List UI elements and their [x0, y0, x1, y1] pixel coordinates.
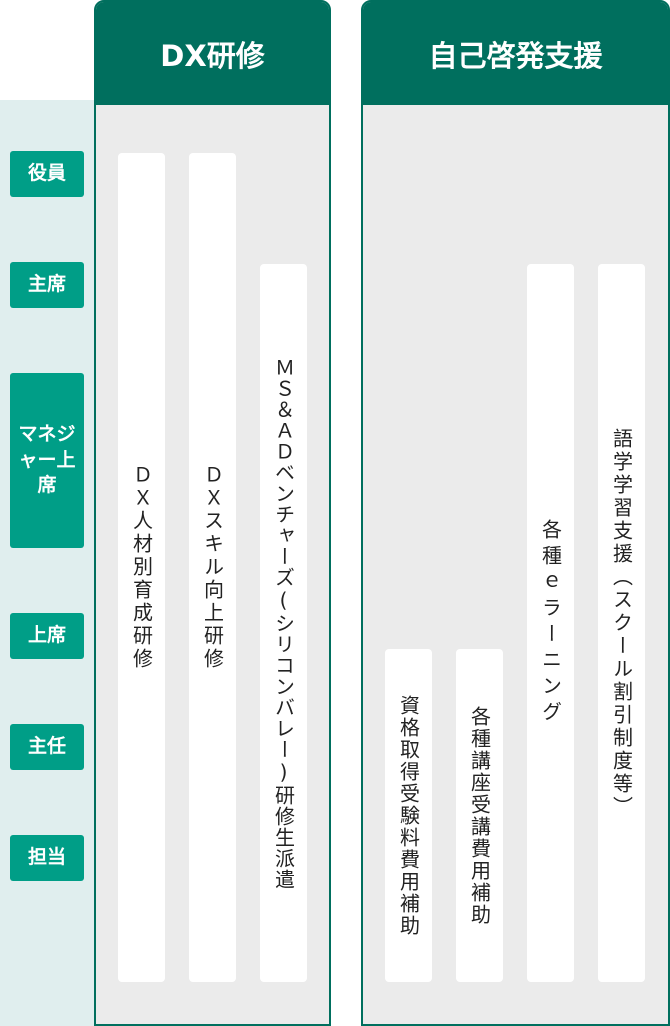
program-label: ＭＳ＆ＡＤベンチャーズ(シリコンバレー)研修生派遣 [271, 356, 296, 890]
role-label: マネジャー上席 [10, 373, 84, 548]
role-column [0, 100, 96, 1026]
panel-title: 自己啓発支援 [363, 2, 668, 105]
program-label: ＤＸ人材別育成研修 [129, 464, 154, 671]
role-label: 担当 [10, 835, 84, 881]
program-bar: 資格取得受験料費用補助 [385, 649, 432, 982]
program-label: 各種ｅラーニング [538, 519, 563, 727]
program-label: 語学学習支援（スクール割引制度等） [609, 427, 634, 819]
role-label: 上席 [10, 613, 84, 659]
dx-training-panel: DX研修 ＤＸ人材別育成研修 ＤＸスキル向上研修 ＭＳ＆ＡＤベンチャーズ(シリコ… [94, 0, 331, 1026]
program-label: 各種講座受講費用補助 [467, 705, 492, 926]
role-label: 主任 [10, 724, 84, 770]
role-label: 役員 [10, 151, 84, 197]
program-bar: 各種講座受講費用補助 [456, 649, 503, 982]
self-development-panel: 自己啓発支援 資格取得受験料費用補助 各種講座受講費用補助 各種ｅラーニング 語… [361, 0, 670, 1026]
program-bar: ＤＸ人材別育成研修 [118, 153, 165, 982]
role-label: 主席 [10, 262, 84, 308]
panel-title: DX研修 [96, 2, 329, 105]
program-bar: 語学学習支援（スクール割引制度等） [598, 264, 645, 982]
program-bar: 各種ｅラーニング [527, 264, 574, 982]
program-label: 資格取得受験料費用補助 [396, 694, 421, 937]
program-bar: ＭＳ＆ＡＤベンチャーズ(シリコンバレー)研修生派遣 [260, 264, 307, 982]
program-label: ＤＸスキル向上研修 [200, 464, 225, 671]
program-bar: ＤＸスキル向上研修 [189, 153, 236, 982]
